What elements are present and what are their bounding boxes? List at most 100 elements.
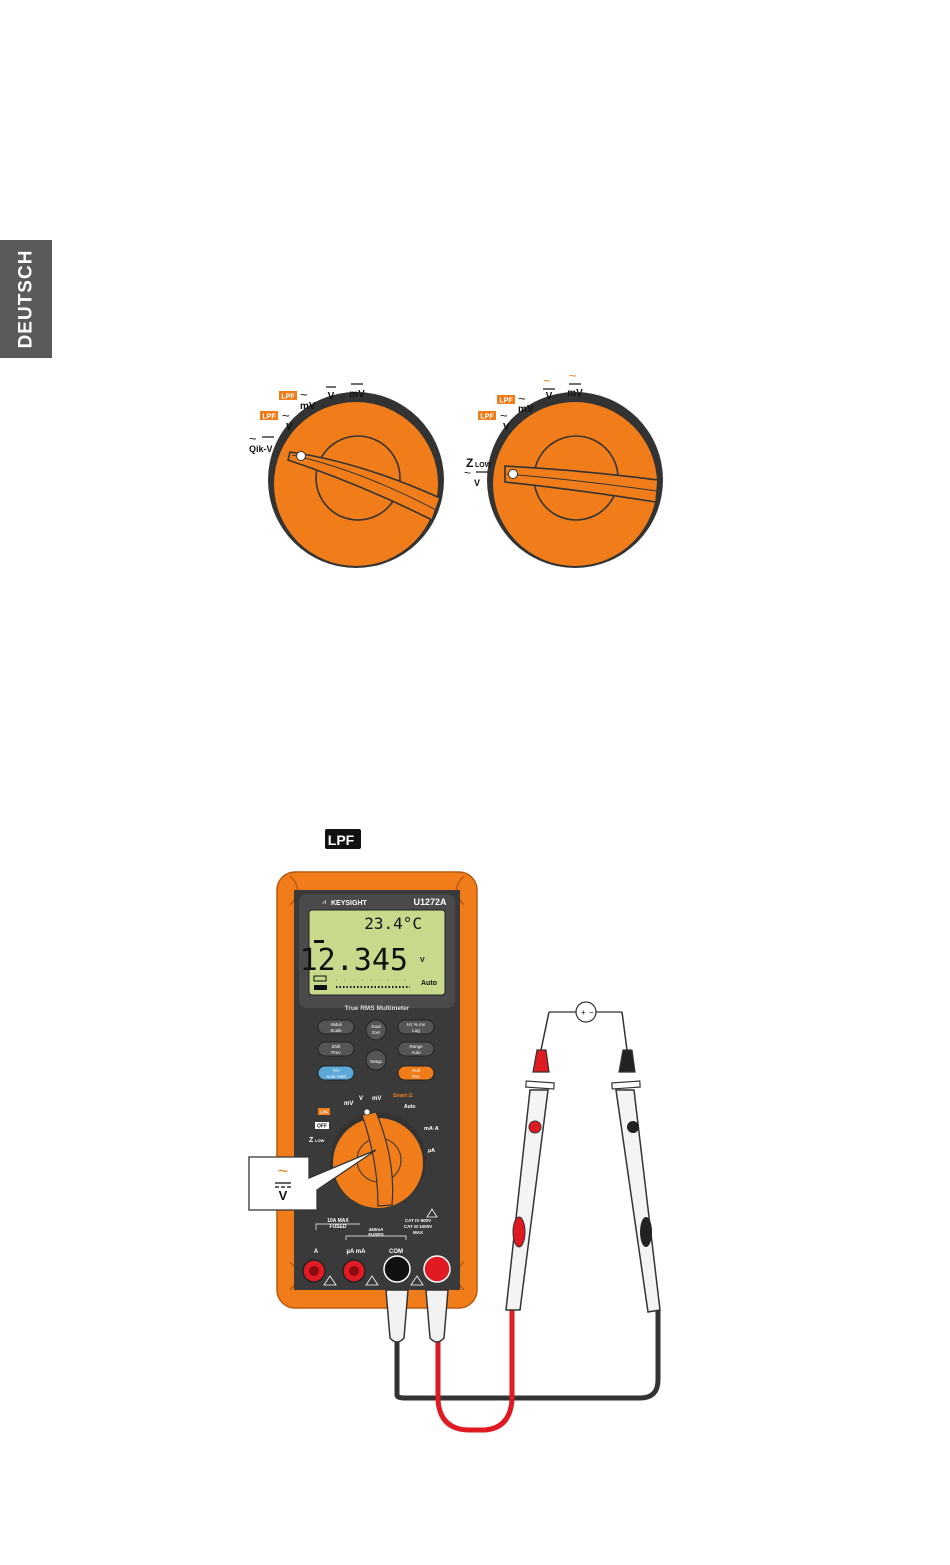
red-plug bbox=[425, 1289, 449, 1343]
meter-dial-off: OFF bbox=[317, 1124, 327, 1130]
warning-icon bbox=[365, 1275, 379, 1286]
dial-left-lpf-mv: LPF bbox=[281, 394, 295, 401]
black-probe-grip bbox=[640, 1217, 652, 1247]
dial-left: LPF ~ mV V mV LPF ~ V ~ Qik-V bbox=[249, 383, 444, 568]
meter-model: U1272A bbox=[413, 897, 447, 907]
terminal-ua-ma-jack[interactable] bbox=[342, 1259, 366, 1283]
meter-dial-knob[interactable] bbox=[361, 1111, 394, 1207]
ac-dc-icon: ~ bbox=[464, 466, 471, 480]
meter-ratings: 10A MAX FUSED 440mA FUSED CAT IV 600V CA… bbox=[315, 1208, 438, 1240]
button-b3a[interactable]: Hz % ms bbox=[407, 1022, 426, 1027]
dial-right-lpf-mv: LPF bbox=[499, 398, 513, 405]
lpf-icon bbox=[478, 411, 496, 420]
button-b7b[interactable]: Auto Hold bbox=[326, 1074, 346, 1079]
rating-cat4: CAT IV 600V bbox=[405, 1218, 431, 1223]
dial-right-v-ac: V bbox=[503, 422, 510, 433]
dial-right-mv-acdc: mV bbox=[567, 388, 583, 399]
button-b1a[interactable]: AMuli bbox=[330, 1022, 341, 1027]
svg-text:−: − bbox=[589, 1008, 594, 1017]
lpf-badge: LPF bbox=[325, 829, 361, 849]
lpf-badge-label: LPF bbox=[328, 832, 355, 848]
red-probe-grip bbox=[512, 1216, 526, 1248]
black-probe-tip-guard bbox=[618, 1049, 636, 1073]
dial-left-v-dc: V bbox=[328, 391, 335, 402]
terminal-com-jack[interactable] bbox=[383, 1255, 411, 1283]
button-b2b[interactable]: Exit bbox=[372, 1030, 380, 1035]
meter-subtitle: True RMS Multimeter bbox=[345, 1005, 410, 1012]
meter-terminals: A µA mA COM bbox=[302, 1249, 424, 1286]
lcd-primary-reading: 12.345 bbox=[300, 943, 408, 978]
terminal-a-jack[interactable] bbox=[302, 1259, 326, 1283]
button-b4b[interactable]: Prev bbox=[331, 1050, 341, 1055]
meter-dial-smart: Smart Ω bbox=[393, 1093, 413, 1099]
dial-left-inner-ring bbox=[315, 435, 401, 521]
lead-plugs bbox=[383, 1255, 451, 1343]
black-lead-cable bbox=[394, 1310, 661, 1401]
multimeter: ⩘ KEYSIGHT U1272A 23.4°C 12.345 V Auto T… bbox=[248, 871, 478, 1309]
dial-right-pointer bbox=[508, 469, 518, 479]
button-b3b[interactable]: Log bbox=[412, 1028, 420, 1033]
lpf-icon bbox=[260, 411, 278, 420]
button-setup[interactable]: Setup bbox=[370, 1059, 382, 1064]
meter-dial-auto: Auto bbox=[404, 1104, 415, 1110]
lpf-icon bbox=[497, 395, 515, 404]
dial-left-mv-dc: mV bbox=[349, 389, 365, 400]
svg-text:+: + bbox=[581, 1008, 586, 1017]
dial-left-qikv: Qik-V bbox=[249, 444, 273, 454]
meter-dial-mvdc: mV bbox=[372, 1096, 381, 1102]
button-b6b[interactable]: Auto bbox=[411, 1050, 421, 1055]
button-b2a[interactable]: Dual bbox=[371, 1024, 380, 1029]
meter-dial-maa: mA·A bbox=[424, 1126, 439, 1132]
button-b7a[interactable]: T/H bbox=[332, 1068, 339, 1073]
dial-right-zlow-sub: LOW bbox=[475, 462, 492, 469]
red-lead-cable bbox=[435, 1310, 515, 1433]
dial-left-v-ac: V bbox=[286, 422, 293, 433]
voltage-source-icon bbox=[575, 1001, 597, 1023]
meter-dial-ua: µA bbox=[428, 1148, 435, 1154]
lcd-auto: Auto bbox=[421, 980, 437, 987]
button-b1b[interactable]: Scale bbox=[330, 1028, 342, 1033]
dial-left-knob[interactable] bbox=[287, 451, 442, 522]
rating-ma-fused: FUSED bbox=[368, 1232, 384, 1237]
callout-box bbox=[248, 1149, 377, 1211]
button-b4a[interactable]: Shift bbox=[331, 1044, 341, 1049]
lcd-display bbox=[308, 909, 446, 996]
terminal-a-label: A bbox=[314, 1249, 319, 1255]
warning-icon bbox=[323, 1275, 337, 1286]
rating-cat3: CAT III 1000V bbox=[404, 1224, 432, 1229]
ac-wave-icon: ~ bbox=[300, 387, 308, 402]
button-b8a[interactable]: Null bbox=[412, 1068, 420, 1073]
terminal-ua-ma-label: µA mA bbox=[347, 1249, 367, 1255]
ac-wave-icon: ~ bbox=[569, 368, 577, 383]
dial-right-mv: mV bbox=[518, 404, 534, 415]
dial-left-pointer bbox=[296, 451, 306, 461]
callout-symbol: V bbox=[279, 1188, 288, 1203]
ac-wave-icon: ~ bbox=[278, 1161, 289, 1181]
terminal-v-jack[interactable] bbox=[423, 1255, 451, 1283]
button-b6a[interactable]: Range bbox=[409, 1044, 423, 1049]
lcd-secondary-reading: 23.4°C bbox=[364, 914, 422, 933]
dial-left-mv: mV bbox=[300, 401, 316, 412]
ac-wave-icon: ~ bbox=[543, 373, 551, 388]
red-probe-tip bbox=[540, 1011, 550, 1051]
button-b8b[interactable]: Esc bbox=[412, 1074, 420, 1079]
lpf-icon bbox=[279, 391, 297, 400]
meter-dial-zlow: Z bbox=[309, 1137, 314, 1144]
black-probe-dot bbox=[627, 1121, 639, 1133]
meter-dial-pointer bbox=[363, 1108, 371, 1116]
rating-440ma: 440mA bbox=[369, 1227, 385, 1232]
keysight-logo-icon: ⩘ bbox=[322, 899, 326, 906]
warning-icon bbox=[426, 1208, 438, 1218]
test-leads: + − bbox=[394, 1001, 661, 1433]
black-probe-tip bbox=[621, 1011, 628, 1051]
meter-dial: mV V mV Smart Ω Auto LPF OFF Z LOW mA·A … bbox=[309, 1093, 439, 1208]
dial-right-knob[interactable] bbox=[504, 465, 659, 503]
rotary-dials-figure: LPF ~ mV V mV LPF ~ V ~ Qik-V LPF ~ mV ~… bbox=[249, 368, 663, 568]
meter-dial-v: V bbox=[359, 1096, 363, 1102]
black-probe-body bbox=[615, 1089, 661, 1313]
meter-dial-face bbox=[333, 1118, 423, 1208]
red-probe-dot bbox=[528, 1120, 542, 1134]
dial-right-zlow-v: V bbox=[474, 478, 480, 488]
meter-dial-mv: mV bbox=[344, 1101, 353, 1107]
meter-buttons: AMuli Scale Dual Exit Hz % ms Log Shift … bbox=[317, 1019, 435, 1081]
